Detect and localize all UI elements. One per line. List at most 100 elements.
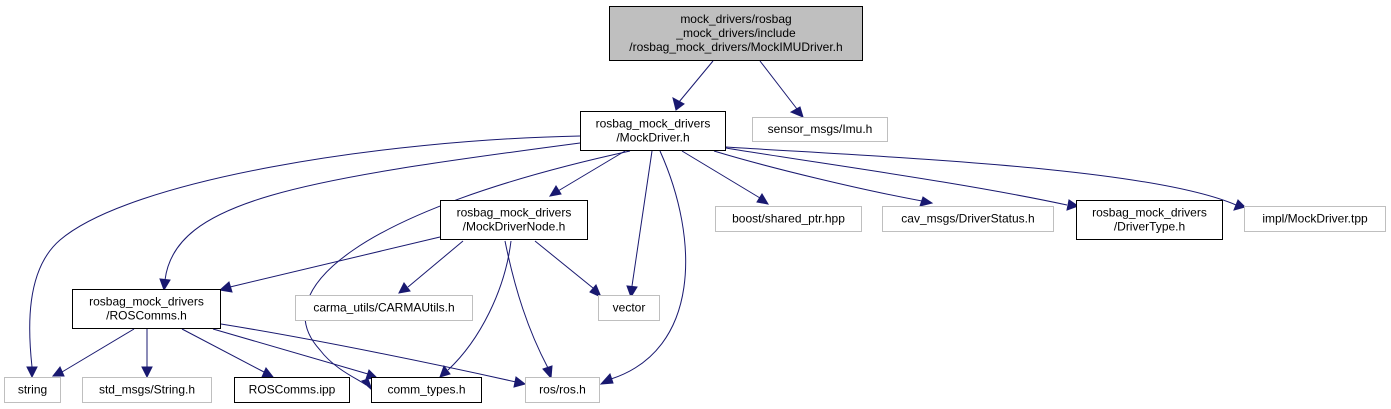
edge-mockdriver-to-vector [626, 150, 653, 299]
edge-line [610, 150, 687, 380]
node-box [72, 289, 221, 329]
node-label-line: impl/MockDriver.tpp [1262, 212, 1368, 226]
edge-line [681, 150, 761, 199]
node-box [580, 111, 726, 151]
node-cav-msgs-driver-status-h: cav_msgs/DriverStatus.h [882, 206, 1054, 232]
node-box [295, 295, 473, 321]
edge-line [181, 328, 265, 373]
node-box [1076, 200, 1223, 240]
edge-node-to-vector [534, 240, 602, 298]
node-label-line: rosbag_mock_drivers [596, 117, 711, 131]
edge-imu-to-sensormsgs [759, 60, 804, 118]
node-box [1244, 206, 1386, 232]
node-label-line: cav_msgs/DriverStatus.h [901, 212, 1034, 226]
edge-line [534, 240, 594, 289]
node-label-line: rosbag_mock_drivers [457, 206, 572, 220]
node-label-line: /MockDriverNode.h [463, 220, 566, 234]
edge-mockdriver-to-roscomms [159, 142, 581, 292]
node-label-line: _mock_drivers/include [675, 26, 796, 40]
node-label-line: comm_types.h [387, 383, 465, 397]
node-label-line: /MockDriver.h [616, 131, 689, 145]
edge-mockdriver-to-boost [681, 150, 769, 205]
edge-arrowhead [626, 285, 638, 299]
edge-line [504, 240, 549, 369]
node-label-line: ROSComms.ipp [249, 383, 336, 397]
node-label-line: carma_utils/CARMAUtils.h [313, 301, 454, 315]
node-label-line: std_msgs/String.h [99, 383, 195, 397]
edge-line [759, 60, 798, 110]
node-label-line: /ROSComms.h [106, 309, 187, 323]
edge-line [304, 150, 631, 386]
edge-imu-to-mockdriver [672, 60, 714, 111]
edge-arrowhead [159, 278, 171, 292]
node-box [752, 117, 888, 142]
edge-arrowhead [261, 367, 275, 378]
node-mock-driver-node-h[interactable]: rosbag_mock_drivers/MockDriverNode.h [440, 200, 588, 240]
edge-line [407, 240, 464, 288]
edge-line [557, 150, 626, 192]
edge-arrowhead [549, 185, 562, 197]
edge-roscomms-to-rosros [220, 323, 527, 388]
edge-node-to-roscomms [218, 236, 441, 293]
node-box [234, 377, 350, 403]
node-label-line: /DriverType.h [1114, 220, 1185, 234]
node-label-line: boost/shared_ptr.hpp [732, 212, 845, 226]
edge-arrowhead [361, 378, 373, 391]
edge-line [220, 323, 517, 383]
node-label-line: string [18, 383, 47, 397]
node-label-line: mock_drivers/rosbag [680, 12, 791, 26]
node-carma-utils-h: carma_utils/CARMAUtils.h [295, 295, 473, 321]
edge-line [164, 142, 581, 281]
edge-arrowhead [141, 366, 153, 379]
node-string: string [4, 377, 61, 403]
node-driver-type-h[interactable]: rosbag_mock_drivers/DriverType.h [1076, 200, 1223, 240]
edge-line [229, 236, 441, 288]
edge-node-to-carma [398, 240, 464, 294]
node-label-line: /rosbag_mock_drivers/MockIMUDriver.h [629, 40, 842, 54]
edge-node-to-rosros [504, 240, 553, 380]
edge-roscomms-to-string [51, 328, 135, 377]
node-ros-comms-h[interactable]: rosbag_mock_drivers/ROSComms.h [72, 289, 221, 329]
edge-arrowhead [542, 365, 553, 380]
node-boost-shared-ptr-hpp: boost/shared_ptr.hpp [715, 206, 862, 232]
edge-line [447, 240, 512, 371]
edge-line [631, 150, 653, 287]
edge-roscomms-to-commtypes [212, 328, 379, 380]
edge-arrowhead [513, 376, 527, 388]
node-ros-ros-h: ros/ros.h [525, 377, 600, 403]
edge-arrowhead [589, 284, 602, 298]
node-impl-mock-driver-tpp: impl/MockDriver.tpp [1244, 206, 1386, 232]
edge-line [678, 60, 714, 103]
node-label-line: sensor_msgs/Imu.h [768, 122, 873, 136]
node-box [525, 377, 600, 403]
edge-arrowhead [26, 366, 38, 379]
edge-arrowhead [218, 281, 233, 293]
edge-line [212, 328, 369, 375]
edge-line [713, 150, 923, 202]
node-box [598, 295, 660, 321]
node-box [371, 377, 482, 403]
dependency-edges [26, 60, 1246, 391]
edge-arrowhead [1066, 199, 1080, 211]
node-mock-imu-driver-h[interactable]: mock_drivers/rosbag_mock_drivers/include… [609, 6, 863, 61]
edge-arrowhead [398, 282, 411, 294]
file-nodes: mock_drivers/rosbag_mock_drivers/include… [4, 6, 1386, 403]
node-box [609, 6, 863, 61]
node-box [440, 200, 588, 240]
node-std-msgs-string-h: std_msgs/String.h [82, 377, 212, 403]
node-box [882, 206, 1054, 232]
edge-arrowhead [1233, 199, 1246, 211]
node-comm-types-h[interactable]: comm_types.h [371, 377, 482, 403]
node-ros-comms-ipp[interactable]: ROSComms.ipp [234, 377, 350, 403]
edge-arrowhead [789, 106, 804, 118]
node-label-line: ros/ros.h [539, 383, 586, 397]
node-box [715, 206, 862, 232]
edge-line [61, 328, 135, 373]
edge-arrowhead [672, 97, 685, 111]
edge-mockdriver-to-impl [725, 146, 1246, 211]
node-mock-driver-h[interactable]: rosbag_mock_drivers/MockDriver.h [580, 111, 726, 151]
node-label-line: rosbag_mock_drivers [89, 295, 204, 309]
node-label-line: vector [613, 301, 646, 315]
node-vector: vector [598, 295, 660, 321]
